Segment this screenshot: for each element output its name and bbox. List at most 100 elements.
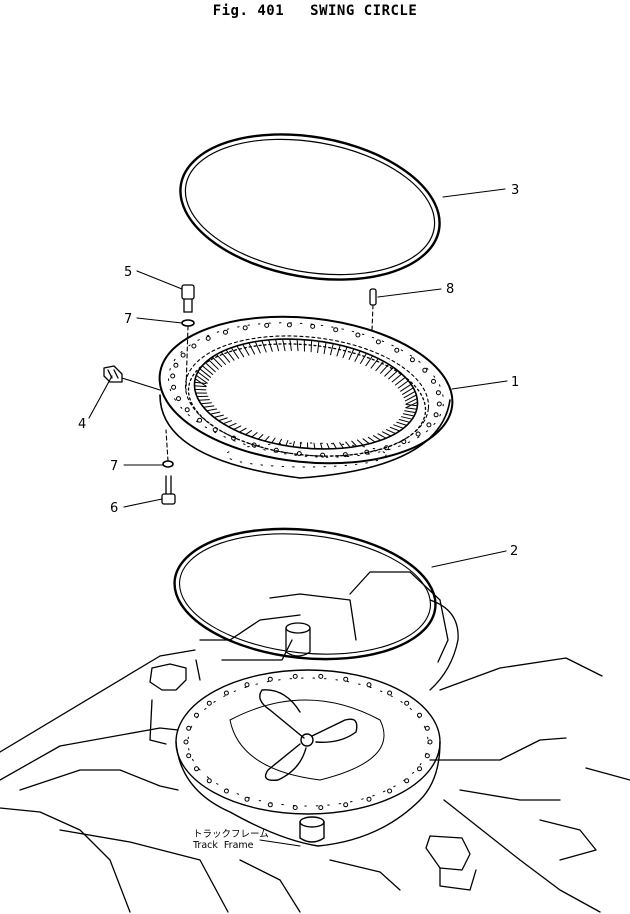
- revolving-frame-mount: [195, 571, 459, 691]
- bolt-hole: [273, 447, 279, 453]
- gear-tooth: [405, 398, 418, 405]
- gear-tooth: [289, 338, 292, 351]
- bolt-hole: [426, 422, 432, 428]
- bolt-hole: [206, 778, 212, 784]
- gear-tooth: [242, 343, 250, 356]
- bolt-hole: [244, 796, 250, 802]
- gear-tooth: [203, 405, 215, 408]
- gear-tooth: [389, 426, 401, 432]
- gear-tooth: [339, 442, 344, 449]
- gear-tooth: [200, 402, 212, 405]
- swing-circle-bearing: [158, 315, 454, 479]
- bolt-hole: [267, 676, 273, 682]
- gear-tooth: [400, 383, 412, 392]
- gear-tooth: [204, 362, 216, 373]
- gear-tooth: [375, 360, 385, 372]
- gear-tooth: [251, 432, 258, 438]
- bolt-hole: [318, 805, 324, 811]
- bolt-hole: [183, 739, 189, 745]
- gear-tooth: [199, 368, 211, 378]
- bolt-hole: [264, 322, 270, 328]
- bolt-hole: [404, 778, 410, 784]
- callout-4: 4: [78, 417, 86, 432]
- bolt-hole: [212, 427, 218, 433]
- bolt-hole: [184, 407, 190, 413]
- track-frame-label-jp: トラックフレーム: [193, 829, 269, 840]
- leader-lines: [88, 188, 508, 568]
- bolt-hole: [242, 325, 248, 331]
- gear-tooth: [194, 378, 207, 387]
- gear-tooth: [257, 434, 264, 440]
- gear-tooth: [397, 380, 409, 389]
- bolt-hole: [231, 435, 237, 441]
- track-frame-structure: [0, 649, 630, 913]
- gear-tooth: [194, 388, 207, 391]
- lower-seal-ring: [173, 527, 437, 661]
- gear-tooth: [296, 338, 299, 352]
- bolt-hole: [333, 327, 339, 333]
- gear-tooth: [391, 373, 403, 383]
- gear-tooth: [216, 353, 226, 365]
- bolt-hole: [267, 802, 273, 808]
- bolt-hole: [223, 788, 229, 794]
- gear-tooth: [201, 365, 214, 375]
- bolt-hole: [384, 445, 389, 451]
- gear-tooth: [370, 358, 379, 369]
- bolt-holes: [170, 322, 442, 811]
- gear-tooth: [367, 436, 376, 443]
- bolt-hole: [404, 700, 410, 706]
- gear-tooth: [323, 341, 327, 354]
- gear-tooth: [198, 399, 210, 401]
- bolt-hole: [366, 682, 372, 688]
- bolt-hole: [205, 335, 211, 341]
- bolt-hole: [431, 378, 436, 384]
- track-frame-base: [175, 669, 441, 847]
- lower-washer: [162, 460, 174, 468]
- gear-tooth: [365, 355, 374, 367]
- callout-1: 1: [511, 375, 519, 390]
- bolt-hole: [424, 725, 430, 731]
- bolt-hole: [206, 700, 212, 706]
- gear-tooth: [208, 359, 219, 370]
- gear-tooth: [380, 363, 390, 374]
- bolt-hole: [415, 431, 421, 437]
- bolt-hole: [296, 451, 302, 457]
- bolt-hole: [343, 676, 349, 682]
- bolt-hole: [417, 712, 422, 718]
- bolt-hole: [364, 449, 370, 455]
- gear-tooth: [393, 424, 404, 429]
- bolt-hole: [387, 788, 393, 794]
- gear-tooth: [345, 441, 351, 448]
- gear-tooth: [336, 344, 341, 357]
- bolt-hole: [409, 357, 415, 363]
- gear-tooth: [398, 419, 411, 423]
- bolt-hole: [186, 725, 192, 731]
- gear-tooth: [254, 341, 261, 354]
- figure-number: Fig. 401: [212, 3, 285, 19]
- bolt-hole: [375, 339, 381, 345]
- gear-tooth: [285, 440, 289, 447]
- bolt-hole: [180, 352, 186, 358]
- gear-tooth: [348, 348, 355, 360]
- bolt-hole: [424, 753, 430, 759]
- dowel-pin: [369, 288, 377, 306]
- gear-tooth: [405, 407, 418, 410]
- callout-5: 5: [124, 265, 132, 280]
- gear-tooth: [230, 347, 240, 359]
- bolt-hole: [292, 805, 298, 811]
- bolt-hole: [342, 452, 348, 458]
- gear-tooth: [236, 345, 245, 358]
- bolt-hole: [318, 673, 324, 679]
- gear-tooth: [194, 381, 207, 384]
- gear-tooth: [402, 387, 414, 395]
- upper-bolt: [181, 284, 195, 313]
- callout-labels: 3 5 8 7 1 4 7 6 2: [78, 183, 519, 559]
- gear-tooth: [332, 442, 337, 450]
- bolt-hole: [320, 452, 326, 458]
- gear-tooth: [313, 442, 316, 450]
- bolt-hole: [355, 332, 361, 338]
- bolt-hole: [435, 390, 441, 396]
- gear-tooth: [405, 401, 418, 408]
- gear-tooth: [317, 340, 320, 353]
- gear-tooth: [372, 435, 382, 441]
